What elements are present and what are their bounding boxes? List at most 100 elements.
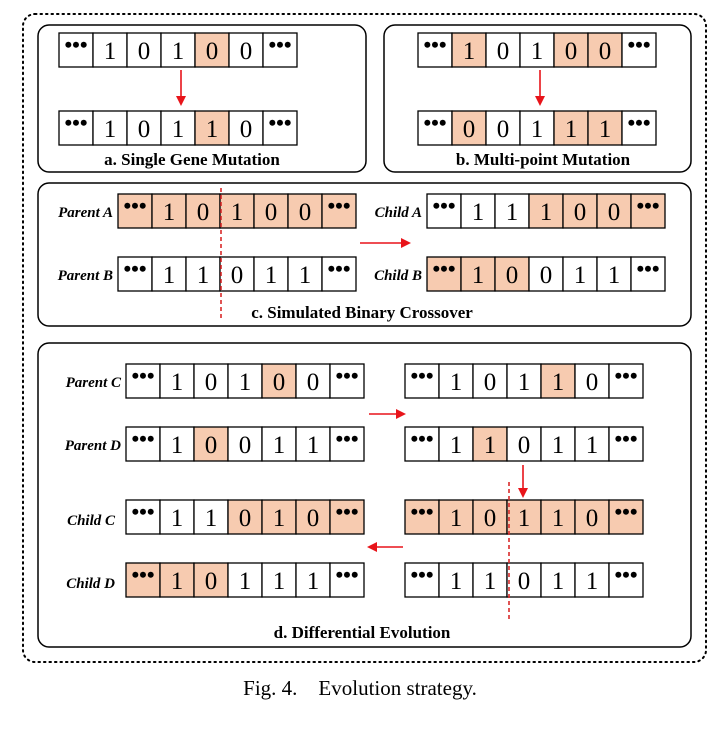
gene-cell [219, 193, 255, 229]
gene-cell [562, 193, 598, 229]
gene-cell [228, 32, 264, 68]
gene-value: 0 [239, 432, 252, 459]
gene-value: 1 [171, 505, 184, 532]
ellipsis-glyph: ••• [268, 110, 291, 135]
gene-value: 1 [484, 432, 497, 459]
gene-value: 1 [206, 116, 219, 143]
gene-value: 1 [552, 432, 565, 459]
gene-value: 1 [531, 38, 544, 65]
gene-cell [92, 32, 128, 68]
gene-value: 0 [463, 116, 476, 143]
gene-cell [506, 562, 542, 598]
child-a-label: Child A [375, 205, 422, 221]
gene-value: 0 [273, 369, 286, 396]
ellipsis-cell [321, 256, 357, 292]
gene-cell [185, 193, 221, 229]
ellipsis-cell [608, 562, 644, 598]
gene-cell [506, 499, 542, 535]
ellipsis-glyph: ••• [627, 32, 650, 57]
gene-value: 1 [273, 568, 286, 595]
ellipsis-glyph: ••• [614, 499, 637, 524]
ellipsis-glyph: ••• [423, 110, 446, 135]
ellipsis-glyph: ••• [636, 256, 659, 281]
ellipsis-glyph: ••• [636, 193, 659, 218]
ellipsis-glyph: ••• [410, 562, 433, 587]
gene-value: 1 [239, 568, 252, 595]
gene-cell [261, 426, 297, 462]
gene-value: 0 [205, 568, 218, 595]
ellipsis-cell [426, 256, 462, 292]
ellipsis-glyph: ••• [335, 363, 358, 388]
gene-value: 0 [205, 369, 218, 396]
gene-cell [574, 363, 610, 399]
gene-value: 0 [206, 38, 219, 65]
gene-value: 1 [472, 199, 485, 226]
ellipsis-cell [404, 499, 440, 535]
gene-value: 1 [205, 505, 218, 532]
gene-cell [151, 256, 187, 292]
gene-cell [451, 110, 487, 146]
gene-value: 1 [172, 116, 185, 143]
gene-value: 0 [599, 38, 612, 65]
gene-value: 0 [518, 432, 531, 459]
panel-b-frame [383, 24, 692, 173]
gene-cell [540, 499, 576, 535]
gene-cell [438, 363, 474, 399]
gene-value: 1 [540, 199, 553, 226]
ellipsis-glyph: ••• [64, 32, 87, 57]
gene-value: 1 [552, 505, 565, 532]
gene-value: 1 [599, 116, 612, 143]
panel-c-caption: c. Simulated Binary Crossover [251, 303, 473, 322]
ellipsis-glyph: ••• [327, 193, 350, 218]
gene-cell [261, 562, 297, 598]
ellipsis-glyph: ••• [131, 562, 154, 587]
gene-value: 1 [518, 505, 531, 532]
gene-cell [126, 32, 162, 68]
gene-value: 1 [104, 116, 117, 143]
gene-value: 1 [104, 38, 117, 65]
gene-cell [506, 426, 542, 462]
gene-value: 1 [552, 568, 565, 595]
ellipsis-cell [608, 363, 644, 399]
ellipsis-glyph: ••• [410, 426, 433, 451]
ellipsis-glyph: ••• [131, 363, 154, 388]
gene-cell [485, 32, 521, 68]
gene-cell [596, 193, 632, 229]
gene-cell [261, 363, 297, 399]
ellipsis-glyph: ••• [432, 193, 455, 218]
gene-value: 1 [531, 116, 544, 143]
panel-b-caption: b. Multi-point Mutation [456, 150, 631, 169]
ellipsis-glyph: ••• [64, 110, 87, 135]
ellipsis-glyph: ••• [123, 193, 146, 218]
ellipsis-cell [125, 562, 161, 598]
panel-a-caption: a. Single Gene Mutation [104, 150, 280, 169]
ellipsis-cell [608, 426, 644, 462]
gene-value: 0 [484, 369, 497, 396]
ellipsis-cell [404, 363, 440, 399]
child-d-label: Child D [66, 576, 115, 592]
gene-value: 1 [307, 432, 320, 459]
gene-value: 1 [518, 369, 531, 396]
gene-value: 0 [608, 199, 621, 226]
figure-title: Evolution strategy. [318, 676, 477, 700]
gene-cell [519, 32, 555, 68]
ellipsis-cell [58, 110, 94, 146]
gene-cell [253, 256, 289, 292]
panel-a-frame [37, 24, 367, 173]
gene-cell [193, 363, 229, 399]
ellipsis-glyph: ••• [614, 363, 637, 388]
ellipsis-glyph: ••• [627, 110, 650, 135]
ellipsis-cell [262, 32, 298, 68]
gene-value: 0 [197, 199, 210, 226]
ellipsis-cell [608, 499, 644, 535]
gene-cell [519, 110, 555, 146]
ellipsis-cell [329, 426, 365, 462]
gene-value: 0 [239, 505, 252, 532]
gene-value: 1 [450, 432, 463, 459]
gene-cell [472, 499, 508, 535]
panel-d-frame [37, 342, 692, 648]
gene-cell [587, 32, 623, 68]
